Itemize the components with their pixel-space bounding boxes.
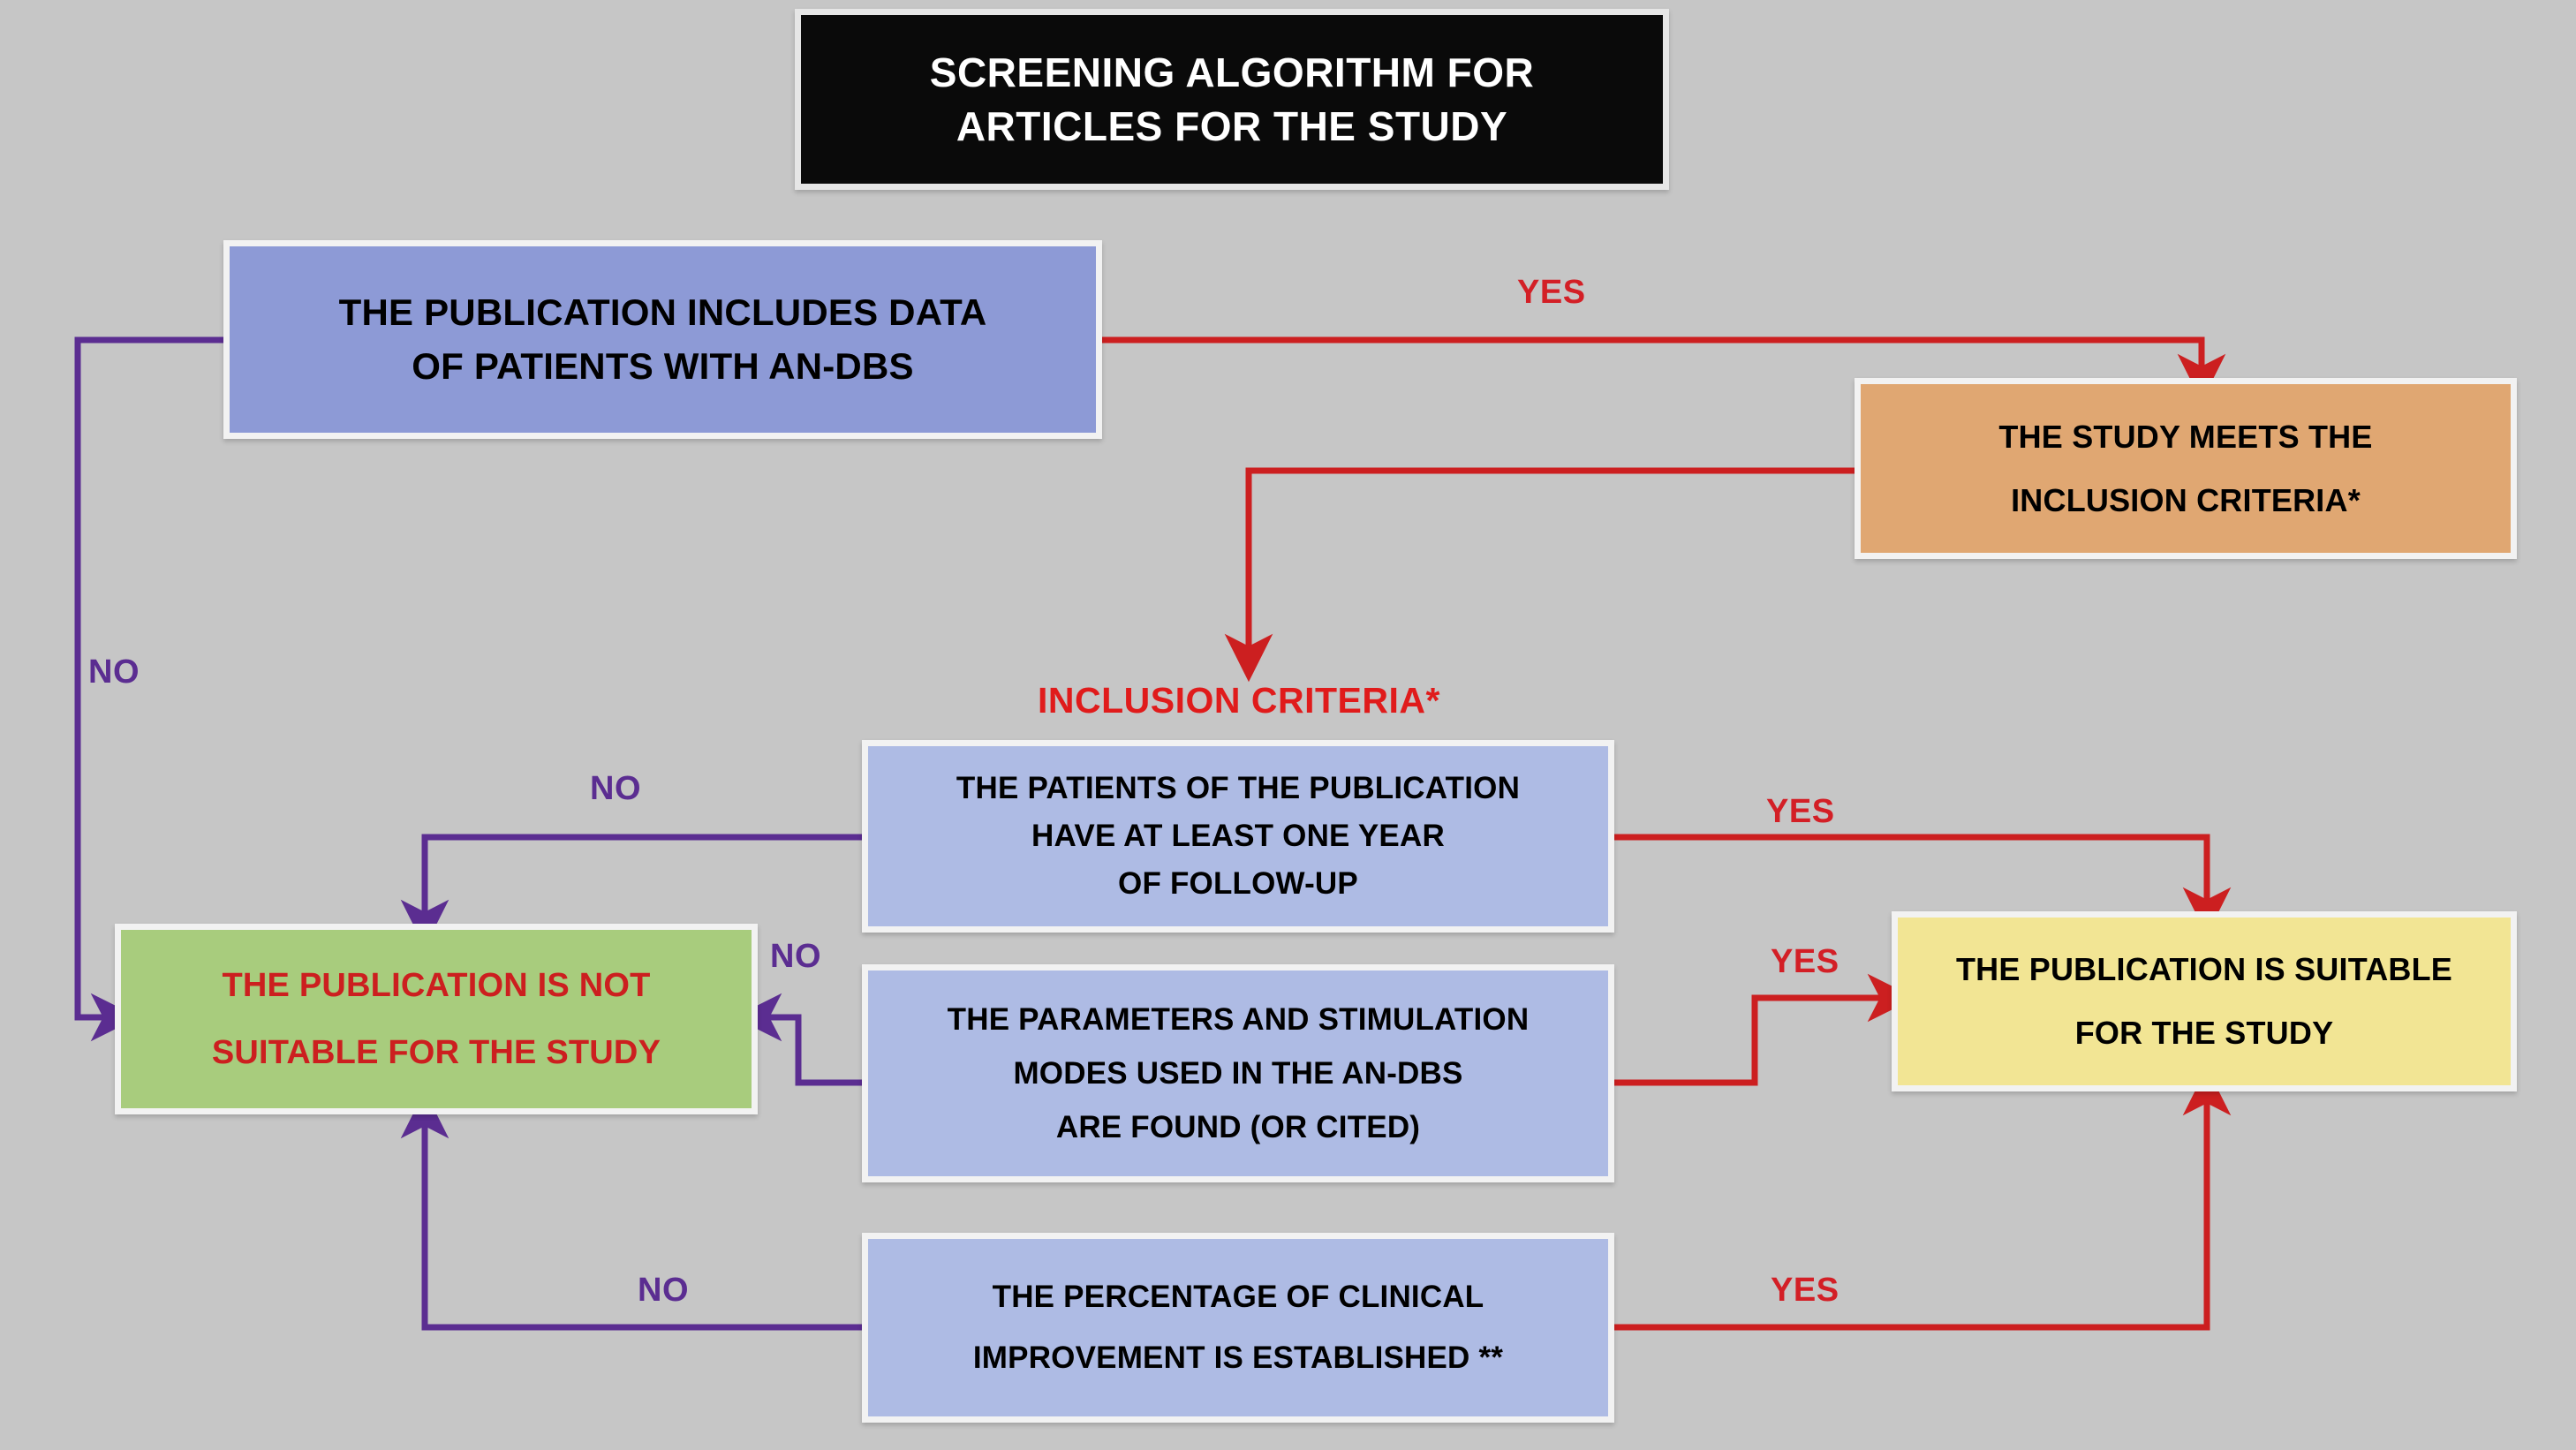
node-line-3: ARE FOUND (OR CITED): [1055, 1110, 1421, 1145]
node-line-2: MODES USED IN THE AN-DBS: [1013, 1055, 1463, 1091]
node-line-1: THE PUBLICATION IS SUITABLE: [1955, 951, 2453, 987]
title-line-1: SCREENING ALGORITHM FOR: [929, 49, 1535, 95]
node-line-1: THE PUBLICATION INCLUDES DATA: [338, 291, 987, 333]
edge-label-improvement-yes: YES: [1771, 1272, 1839, 1309]
edge-label-improvement-no: NO: [638, 1272, 689, 1309]
node-line-2: OF PATIENTS WITH AN-DBS: [412, 344, 914, 387]
node-line-1: THE PARAMETERS AND STIMULATION: [947, 1001, 1530, 1037]
node-study-meets-inclusion-criteria[interactable]: THE STUDY MEETS THE INCLUSION CRITERIA*: [1855, 378, 2517, 559]
edge-parameters-yes: [1614, 973, 1916, 1086]
edge-label-followup-yes: YES: [1766, 793, 1835, 830]
node-publication-suitable[interactable]: THE PUBLICATION IS SUITABLE FOR THE STUD…: [1892, 911, 2517, 1091]
edge-followup-no: [400, 834, 862, 948]
edge-criteria-to-list: [1224, 467, 1879, 683]
node-criterion-follow-up[interactable]: THE PATIENTS OF THE PUBLICATION HAVE AT …: [862, 740, 1614, 933]
node-line-1: THE STUDY MEETS THE: [1998, 418, 2373, 455]
edge-improvement-yes: [1614, 1067, 2232, 1331]
node-line-1: THE PATIENTS OF THE PUBLICATION: [956, 770, 1521, 805]
edge-label-parameters-no: NO: [770, 938, 821, 975]
node-line-2: INCLUSION CRITERIA*: [2011, 481, 2361, 518]
edge-followup-yes: [1614, 834, 2232, 936]
node-line-2: SUITABLE FOR THE STUDY: [211, 1034, 661, 1071]
node-line-3: OF FOLLOW-UP: [1118, 866, 1358, 902]
node-publication-includes-data[interactable]: THE PUBLICATION INCLUDES DATA OF PATIENT…: [223, 240, 1102, 439]
node-line-2: FOR THE STUDY: [2074, 1015, 2334, 1051]
edge-parameters-no: [733, 993, 862, 1086]
node-publication-not-suitable[interactable]: THE PUBLICATION IS NOT SUITABLE FOR THE …: [115, 924, 758, 1114]
node-criterion-improvement[interactable]: THE PERCENTAGE OF CLINICAL IMPROVEMENT I…: [862, 1233, 1614, 1423]
node-line-2: HAVE AT LEAST ONE YEAR: [1031, 818, 1445, 853]
edge-publication-yes: [1102, 336, 2226, 403]
edge-label-parameters-yes: YES: [1771, 943, 1839, 980]
node-line-1: THE PERCENTAGE OF CLINICAL: [992, 1280, 1484, 1315]
node-criterion-parameters[interactable]: THE PARAMETERS AND STIMULATION MODES USE…: [862, 964, 1614, 1182]
edge-label-publication-no: NO: [88, 653, 140, 691]
node-line-2: IMPROVEMENT IS ESTABLISHED **: [972, 1340, 1504, 1375]
diagram-title: SCREENING ALGORITHM FOR ARTICLES FOR THE…: [795, 9, 1669, 190]
title-line-2: ARTICLES FOR THE STUDY: [956, 102, 1508, 149]
edge-label-publication-yes: YES: [1517, 274, 1586, 311]
edge-label-followup-no: NO: [590, 770, 641, 807]
inclusion-criteria-header: INCLUSION CRITERIA*: [1038, 680, 1440, 721]
node-line-1: THE PUBLICATION IS NOT: [222, 967, 651, 1004]
